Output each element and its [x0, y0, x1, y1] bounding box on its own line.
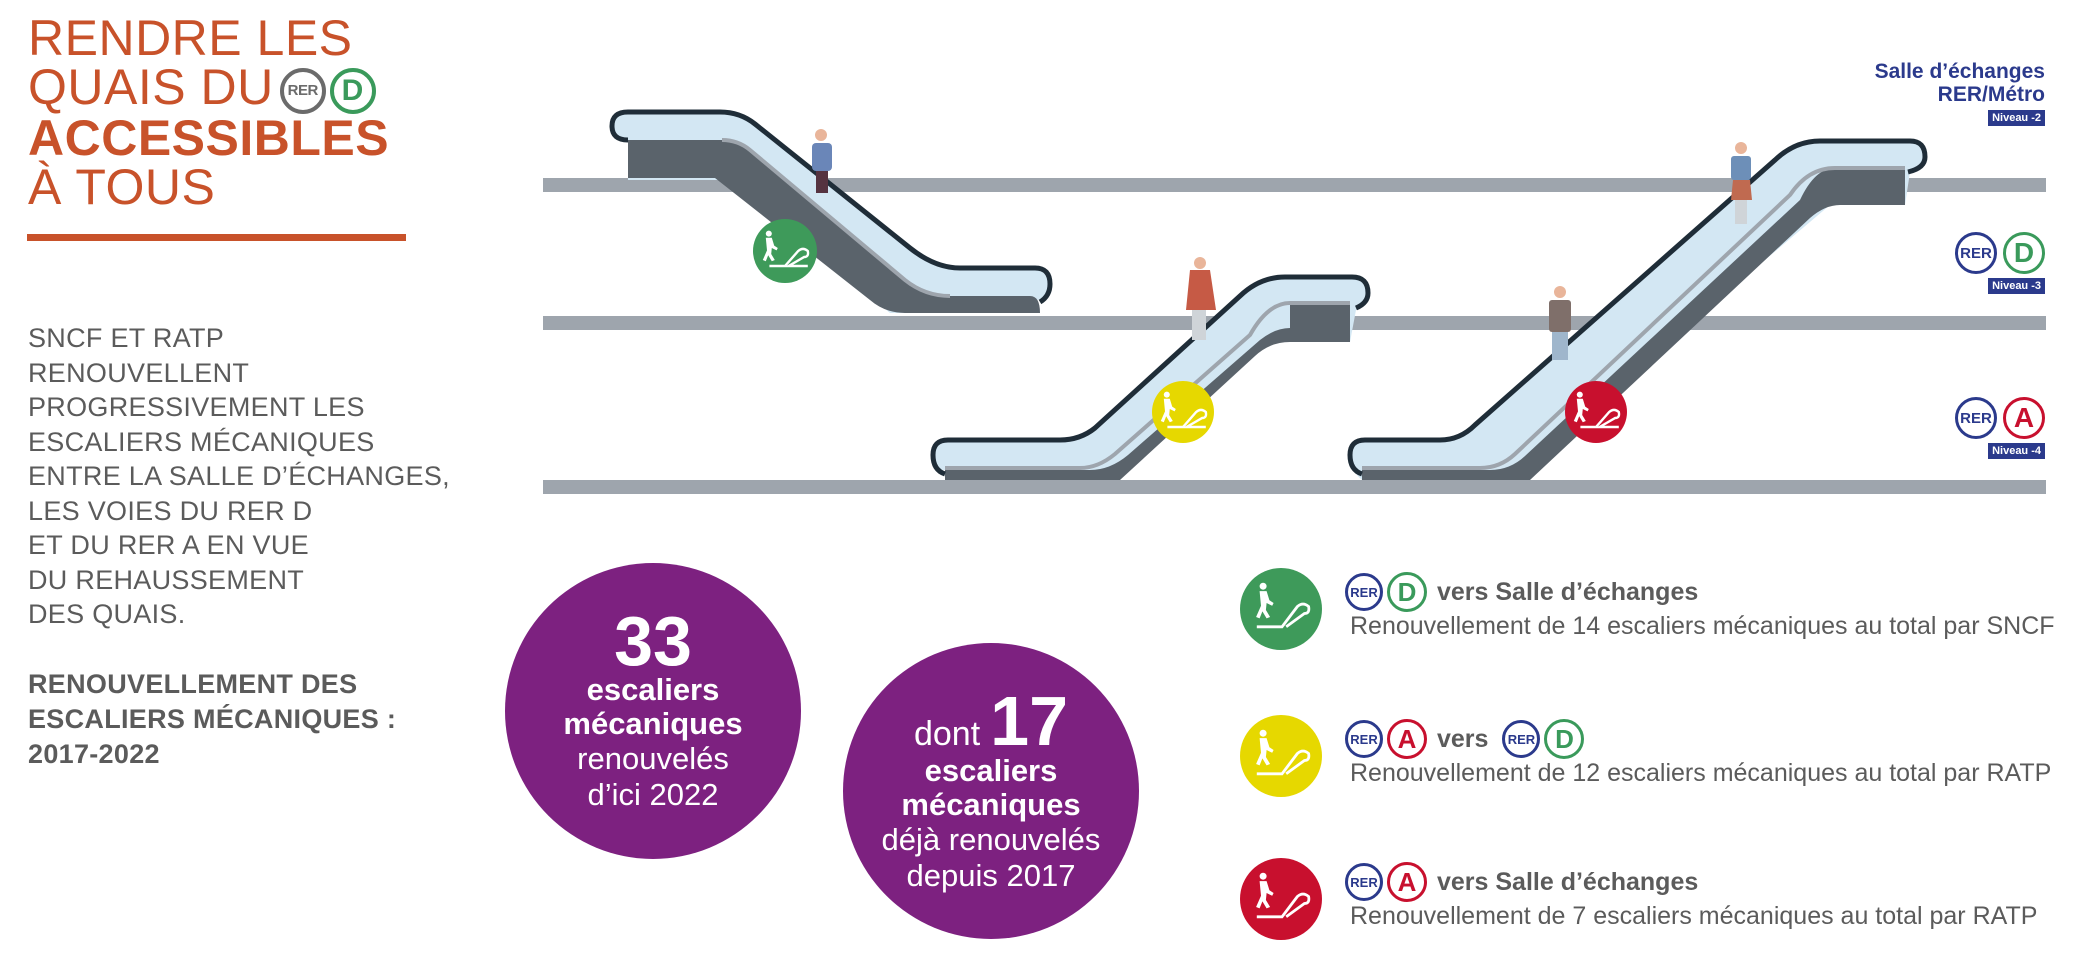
legend-heading-text: vers Salle d’échanges [1437, 577, 1699, 606]
stat-label: renouvelés [577, 741, 729, 776]
intro-line: SNCF ET RATP [28, 323, 225, 353]
subheading-line: ESCALIERS MÉCANIQUES : [28, 704, 397, 734]
escalator-icon [1240, 858, 1322, 940]
legend-description: Renouvellement de 14 escaliers mécanique… [1350, 612, 2055, 640]
person-1 [812, 129, 832, 193]
title-line-4: À TOUS [28, 158, 216, 215]
rer-logo: RER [1955, 232, 1997, 274]
rer-logo: RER [1345, 863, 1383, 901]
badge-red [1565, 381, 1627, 443]
escalator-icon [1160, 391, 1208, 429]
level-title: Salle d’échanges [1874, 60, 2045, 83]
intro-line: RENOUVELLENT [28, 357, 250, 388]
subheading: RENOUVELLEMENT DES ESCALIERS MÉCANIQUES … [28, 667, 396, 772]
stat-label: mécaniques [901, 786, 1081, 822]
person-4 [1731, 142, 1752, 224]
intro-line: DES QUAIS. [28, 599, 186, 629]
rer-logo: RER [1955, 397, 1997, 439]
title-divider [27, 234, 406, 241]
escalator-icon [1573, 391, 1621, 429]
level-title: RER/Métro [1937, 83, 2045, 106]
line-d-logo: D [329, 67, 376, 114]
stat-top: dont 17 [913, 681, 1069, 760]
legend-heading-text: vers Salle d’échanges [1437, 867, 1699, 896]
line-a-logo: A [1387, 719, 1427, 759]
escalator-icon [762, 230, 810, 268]
stat-number: 33 [614, 602, 692, 680]
stat-circle-total: 33 escaliers mécaniques renouvelés d’ici… [505, 563, 801, 859]
line-d-logo: D [2003, 232, 2045, 274]
stat-label: déjà renouvelés [881, 821, 1101, 857]
stat-label: escaliers [586, 672, 720, 707]
line-d-logo: D [1544, 719, 1585, 759]
intro-text: SNCF ET RATP RENOUVELLENT PROGRESSIVEMEN… [28, 321, 450, 632]
stat-number: 17 [990, 681, 1069, 760]
niveau-tag: Niveau -4 [1988, 443, 2045, 459]
person-2 [1186, 257, 1216, 340]
rer-logo: RER [1345, 573, 1383, 611]
legend-heading: RER A vers RER D [1345, 719, 1594, 759]
subheading-line: 2017-2022 [28, 739, 160, 769]
legend-heading: RER A vers Salle d’échanges [1345, 862, 1698, 902]
intro-line: ESCALIERS MÉCANIQUES [28, 426, 375, 457]
intro-line: ENTRE LA SALLE D’ÉCHANGES, [28, 461, 450, 491]
escalator-icon [1240, 568, 1322, 650]
rer-logo: RER [279, 67, 326, 114]
title-line-3: ACCESSIBLES [28, 109, 390, 166]
floor-level-4 [543, 480, 2046, 494]
legend-description: Renouvellement de 7 escaliers mécaniques… [1350, 902, 2038, 930]
escalator-3 [1347, 138, 1928, 480]
level-label-rer-a: RER A Niveau -4 [1951, 397, 2045, 459]
level-label-salle: Salle d’échanges RER/Métro Niveau -2 [1875, 60, 2045, 126]
intro-line: DU REHAUSSEMENT [28, 564, 305, 595]
person-3 [1549, 286, 1571, 360]
stat-label: depuis 2017 [906, 857, 1076, 893]
niveau-tag: Niveau -3 [1988, 278, 2045, 294]
subheading-line: RENOUVELLEMENT DES [28, 669, 358, 699]
escalator-icon [1240, 715, 1322, 797]
rer-logo: RER [1345, 720, 1383, 758]
intro-line: ET DU RER A EN VUE [28, 530, 309, 560]
intro-line: LES VOIES DU RER D [28, 495, 313, 526]
floor-level-2 [543, 178, 2046, 192]
badge-green [753, 219, 817, 283]
title-line-1: RENDRE LES [28, 10, 353, 66]
stat-label: mécaniques [563, 706, 743, 741]
line-a-logo: A [1387, 862, 1427, 902]
niveau-tag: Niveau -2 [1988, 110, 2045, 126]
stat-label: escaliers [924, 752, 1058, 788]
level-label-rer-d: RER D Niveau -3 [1951, 232, 2045, 294]
rer-logo: RER [1502, 720, 1541, 758]
badge-yellow [1152, 381, 1214, 443]
stat-label: d’ici 2022 [587, 777, 719, 812]
stat-prefix: dont [913, 714, 981, 753]
legend-heading-text: vers [1437, 724, 1489, 753]
legend-description: Renouvellement de 12 escaliers mécanique… [1350, 759, 2052, 787]
line-d-logo: D [1387, 572, 1427, 612]
legend-heading: RER D vers Salle d’échanges [1345, 572, 1698, 612]
intro-line: PROGRESSIVEMENT LES [28, 392, 365, 422]
escalator-1 [609, 109, 1053, 313]
line-a-logo: A [2003, 397, 2045, 439]
stat-circle-done: dont 17 escaliers mécaniques déjà renouv… [843, 643, 1139, 939]
